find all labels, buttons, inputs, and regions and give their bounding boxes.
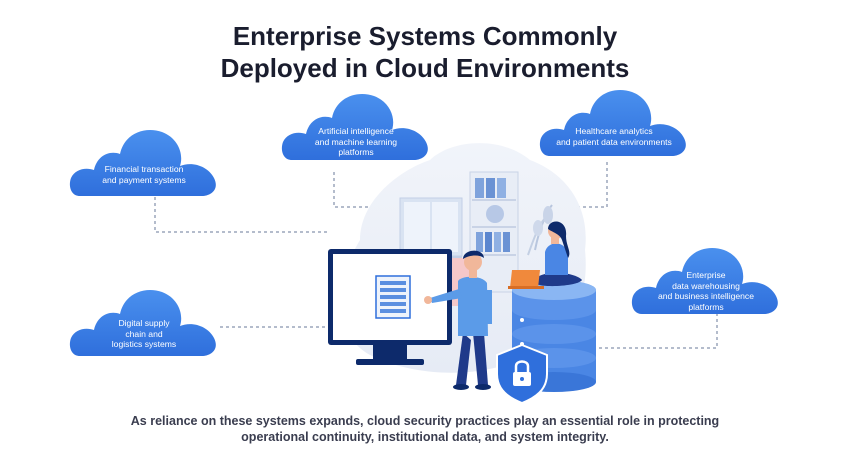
footer-note: As reliance on these systems expands, cl… (0, 413, 850, 445)
bookshelf (469, 171, 519, 293)
cloud-shape (539, 90, 686, 156)
cloud-warehousing: Enterprise data warehousing and business… (630, 244, 782, 316)
cloud-warehousing-line-4: platforms (688, 301, 724, 312)
connector-ai (333, 172, 368, 208)
cloud-healthcare-line-1: Healthcare analytics (575, 126, 653, 136)
cloud-healthcare-line-2: and patient data environments (556, 136, 672, 147)
title-line-1: Enterprise Systems Commonly (232, 21, 618, 51)
cloud-shape (631, 248, 778, 314)
cloud-financial-line-1: Financial transaction (104, 164, 184, 174)
cloud-shape (69, 130, 216, 196)
cloud-supply-line-3: logistics systems (111, 339, 177, 349)
cloud-financial: Financial transaction and payment system… (68, 126, 220, 198)
connector-warehousing (596, 313, 718, 349)
footer-line-1: As reliance on these systems expands, cl… (130, 414, 720, 428)
shield-lock-icon (496, 343, 548, 405)
cloud-ai-line-2: and machine learning (314, 136, 398, 147)
footer-line-2: operational continuity, institutional da… (241, 430, 609, 444)
cloud-supply-line-2: chain and (125, 328, 163, 339)
cloud-supply-line-1: Digital supply (118, 318, 170, 328)
woman-figure (508, 221, 582, 289)
man-figure (424, 250, 492, 390)
cloud-warehousing-line-1: Enterprise (686, 270, 726, 280)
cloud-shape (281, 94, 428, 160)
cloud-shape (69, 290, 216, 356)
title-line-2: Deployed in Cloud Environments (220, 53, 630, 83)
server-icon (375, 275, 411, 319)
cloud-ai: Artificial intelligence and machine lear… (280, 92, 432, 162)
cloud-warehousing-line-3: and business intelligence (657, 291, 755, 301)
cloud-supply: Digital supply chain and logistics syste… (68, 286, 220, 358)
cloud-warehousing-line-2: data warehousing (672, 280, 740, 291)
cloud-financial-line-2: and payment systems (102, 174, 186, 185)
plant (527, 204, 553, 256)
cloud-healthcare: Healthcare analytics and patient data en… (538, 88, 690, 158)
cloud-ai-line-1: Artificial intelligence (318, 126, 394, 136)
page-title: Enterprise Systems Commonly Deployed in … (0, 20, 850, 84)
window (399, 197, 463, 260)
connector-financial (154, 197, 330, 233)
cloud-ai-line-3: platforms (338, 147, 374, 157)
